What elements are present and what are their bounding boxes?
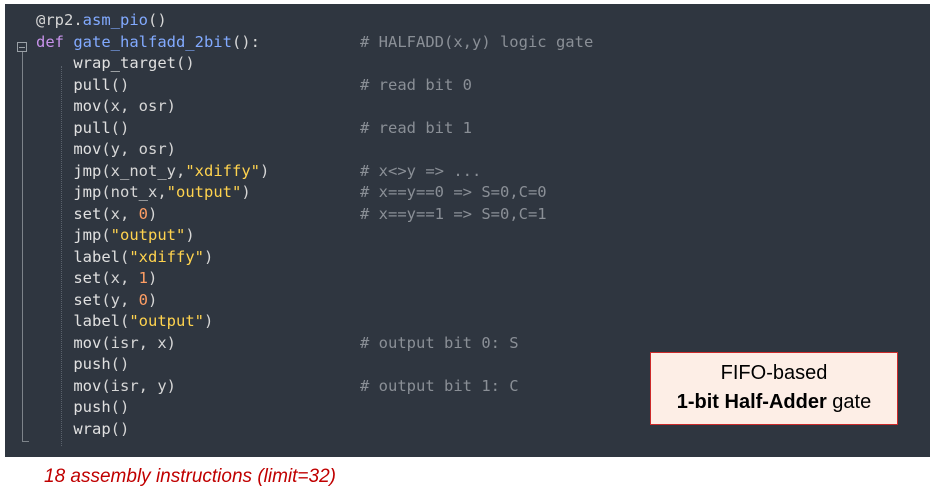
code-token: def: [36, 32, 74, 51]
code-token: (): [110, 75, 130, 94]
callout-box: FIFO-based 1-bit Half-Adder gate: [650, 352, 898, 425]
code-text: set(x, 1): [36, 268, 157, 290]
code-text: jmp(not_x,"output"): [36, 182, 251, 204]
code-text: pull(): [36, 75, 129, 97]
code-token: (isr, y): [101, 376, 176, 395]
code-token: (x,: [101, 269, 139, 287]
code-token: (x,: [101, 204, 139, 223]
code-token: ): [185, 226, 195, 244]
code-comment: # read bit 0: [360, 75, 472, 94]
code-token: (x, osr): [101, 97, 176, 115]
code-token: label: [36, 312, 120, 330]
code-token: (): [110, 398, 130, 416]
code-token: ): [148, 204, 158, 223]
code-token: ): [259, 161, 270, 180]
code-text: wrap(): [36, 419, 129, 441]
code-token: ): [204, 247, 214, 266]
code-text: jmp("output"): [36, 225, 195, 247]
code-token: wrap: [36, 419, 111, 438]
code-token: (not_x,: [101, 183, 167, 201]
code-text: mov(y, osr): [36, 139, 176, 161]
code-token: (y,: [101, 290, 139, 309]
code-token: jmp: [36, 183, 102, 201]
code-token: asm_pio: [82, 11, 148, 29]
code-token: 0: [138, 204, 148, 223]
code-token: @rp2.: [36, 11, 83, 29]
code-comment: # HALFADD(x,y) logic gate: [360, 32, 594, 51]
code-token: set: [36, 204, 102, 223]
code-token: label: [36, 247, 120, 266]
fold-guide-end: [22, 441, 29, 442]
code-token: push: [36, 355, 111, 373]
code-comment: # x<>y => ...: [360, 161, 482, 180]
instruction-count-caption: 18 assembly instructions (limit=32): [44, 466, 336, 487]
code-comment: # x==y==1 => S=0,C=1: [360, 204, 547, 223]
fold-toggle-icon[interactable]: [17, 42, 27, 52]
code-token: (isr, x): [101, 333, 176, 352]
code-token: gate_halfadd_2bit: [73, 32, 232, 51]
code-token: mov: [36, 140, 102, 158]
callout-line-1: FIFO-based: [720, 362, 828, 384]
code-token: "output": [166, 183, 242, 201]
callout-line-2: 1-bit Half-Adder gate: [651, 391, 897, 414]
code-comment: # read bit 1: [360, 118, 472, 137]
code-token: 0: [138, 290, 148, 309]
code-token: "output": [129, 312, 204, 330]
code-text: @rp2.asm_pio(): [36, 10, 167, 32]
indent-guide: [61, 66, 62, 446]
code-text: mov(isr, y): [36, 376, 176, 398]
code-token: "output": [110, 226, 186, 244]
code-token: (y, osr): [101, 140, 176, 158]
code-token: ): [148, 269, 158, 287]
code-token: ): [148, 290, 158, 309]
code-text: mov(isr, x): [36, 333, 176, 355]
code-comment: # x==y==0 => S=0,C=0: [360, 183, 547, 201]
code-token: mov: [36, 376, 102, 395]
code-token: set: [36, 290, 102, 309]
code-token: (: [120, 247, 130, 266]
code-text: mov(x, osr): [36, 96, 176, 118]
code-token: (): [175, 54, 195, 72]
code-text: push(): [36, 354, 129, 376]
code-token: 1: [138, 269, 148, 287]
code-token: (x_not_y,: [101, 161, 186, 180]
code-token: pull: [36, 75, 111, 94]
code-token: (): [110, 419, 130, 438]
code-text: label("output"): [36, 311, 213, 333]
code-text: set(x, 0): [36, 204, 157, 226]
code-comment: # output bit 0: S: [360, 333, 519, 352]
callout-bold-text: 1-bit Half-Adder: [676, 391, 827, 413]
code-token: jmp: [36, 161, 102, 180]
callout-rest-text: gate: [826, 391, 872, 413]
code-token: ():: [231, 32, 260, 51]
code-text: label("xdiffy"): [36, 247, 213, 269]
code-text: jmp(x_not_y,"xdiffy"): [36, 161, 269, 183]
code-text: pull(): [36, 118, 129, 140]
code-token: mov: [36, 97, 102, 115]
code-text: set(y, 0): [36, 290, 157, 312]
code-token: ): [204, 312, 214, 330]
code-token: mov: [36, 333, 102, 352]
code-token: (: [120, 312, 130, 330]
code-token: wrap_target: [36, 54, 176, 72]
code-text: wrap_target(): [36, 53, 195, 75]
code-token: push: [36, 398, 111, 416]
code-token: (): [110, 355, 130, 373]
code-token: (): [110, 118, 130, 137]
code-token: pull: [36, 118, 111, 137]
code-token: jmp: [36, 226, 102, 244]
code-token: "xdiffy": [129, 247, 204, 266]
code-token: (: [101, 226, 111, 244]
code-text: def gate_halfadd_2bit():: [36, 32, 260, 54]
code-editor[interactable]: @rp2.asm_pio()def gate_halfadd_2bit():# …: [5, 4, 930, 457]
code-token: ): [241, 183, 251, 201]
code-comment: # output bit 1: C: [360, 376, 519, 395]
code-token: (): [148, 11, 167, 29]
code-text: push(): [36, 397, 129, 419]
code-token: "xdiffy": [185, 161, 260, 180]
fold-guide-line: [22, 52, 23, 442]
code-token: set: [36, 269, 102, 287]
